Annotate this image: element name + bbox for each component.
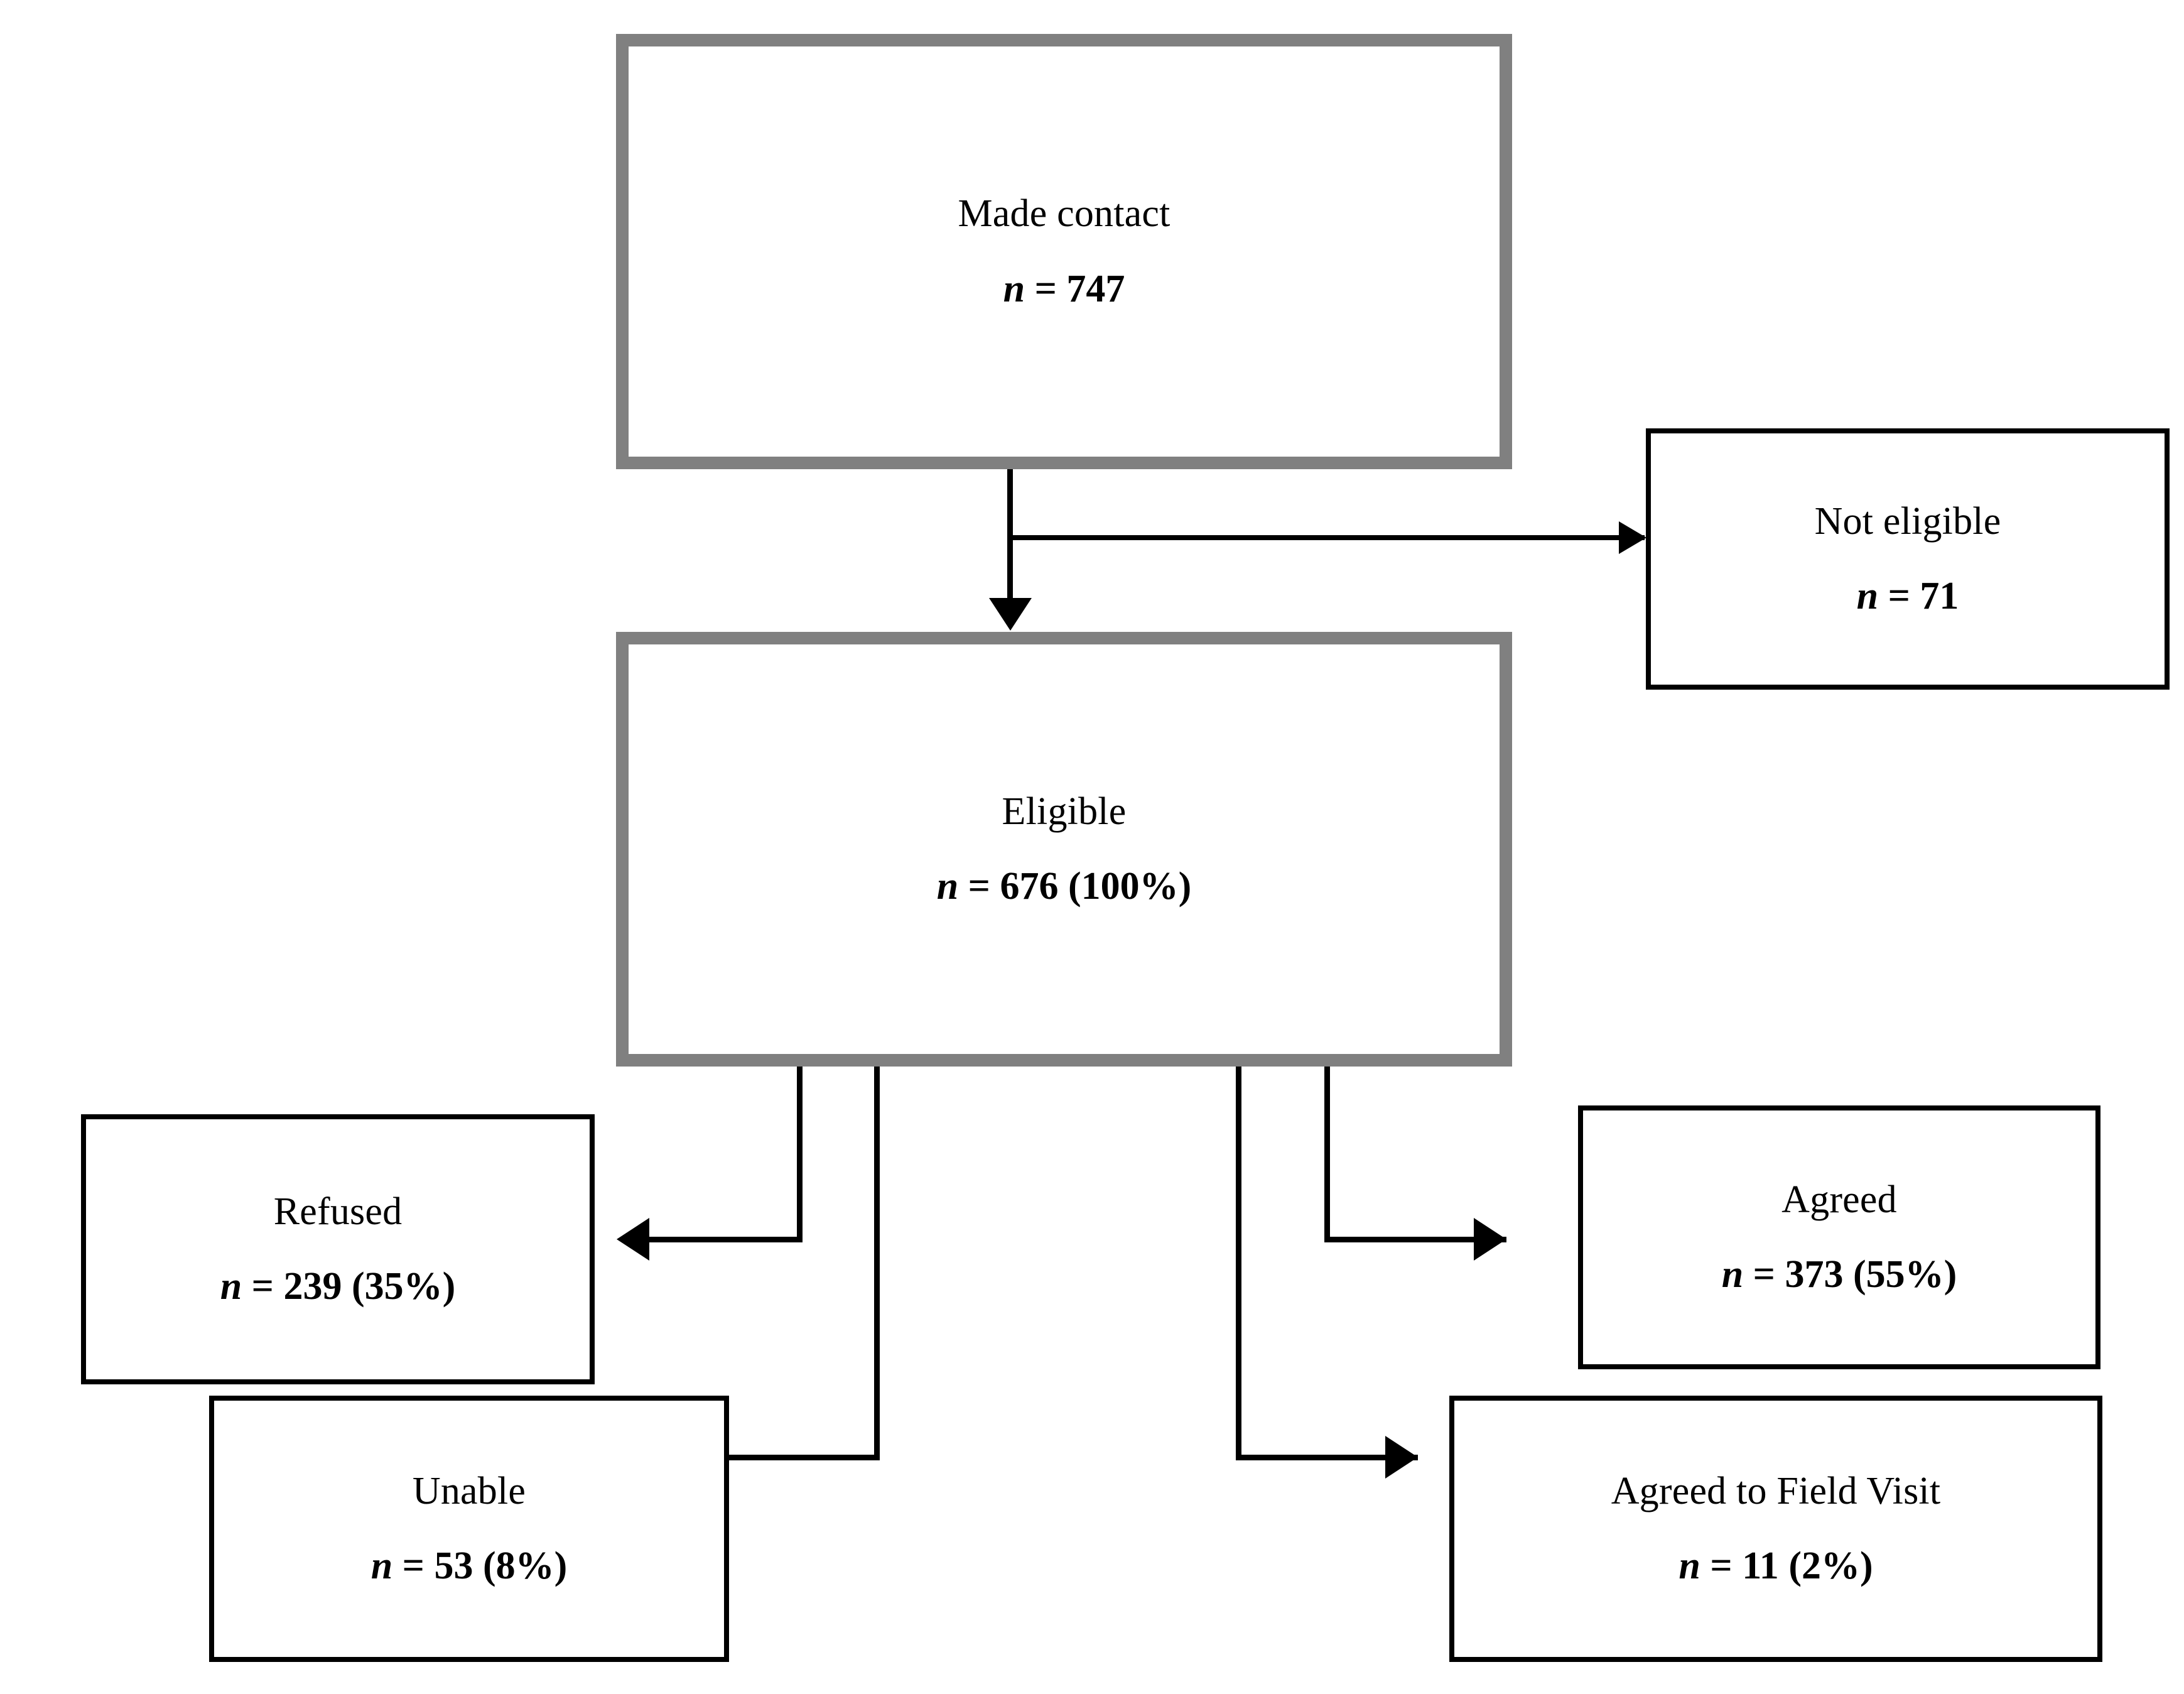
node-agreed-count: n = 373 (55%)	[1722, 1254, 1957, 1295]
equals-sign: =	[392, 1545, 435, 1587]
n-symbol: n	[1856, 575, 1879, 617]
node-unable: Unable n = 53 (8%)	[209, 1396, 729, 1662]
equals-sign: =	[1743, 1253, 1785, 1296]
edge-eligible-to-refused-vline	[797, 1067, 803, 1239]
count-value: 676	[1000, 865, 1059, 908]
equals-sign: =	[242, 1265, 284, 1308]
n-symbol: n	[936, 865, 959, 908]
n-symbol: n	[370, 1545, 393, 1587]
node-refused: Refused n = 239 (35%)	[81, 1114, 595, 1384]
node-agreed-to-field-visit-count: n = 11 (2%)	[1679, 1545, 1873, 1587]
count-percent: (55%)	[1853, 1253, 1957, 1296]
node-refused-count: n = 239 (35%)	[220, 1266, 456, 1307]
node-made-contact-count: n = 747	[1003, 267, 1125, 310]
count-value: 373	[1785, 1253, 1844, 1296]
count-value: 239	[283, 1265, 342, 1308]
node-eligible-count: n = 676 (100%)	[937, 866, 1192, 907]
node-not-eligible-count: n = 71	[1856, 575, 1959, 617]
count-percent: (2%)	[1788, 1545, 1873, 1587]
count-value: 71	[1920, 575, 1959, 617]
edge-eligible-to-agreed-arrowhead	[1474, 1218, 1506, 1261]
equals-sign: =	[1025, 267, 1067, 310]
count-percent: (8%)	[483, 1545, 568, 1587]
node-not-eligible-title: Not eligible	[1814, 499, 2001, 543]
node-eligible-title: Eligible	[1002, 790, 1127, 833]
edge-eligible-to-unable-vline	[874, 1067, 880, 1457]
node-agreed-to-field-visit: Agreed to Field Visit n = 11 (2%)	[1449, 1396, 2102, 1662]
count-value: 53	[434, 1545, 473, 1587]
edge-eligible-to-field-visit-hline	[1236, 1455, 1418, 1460]
n-symbol: n	[1721, 1253, 1744, 1296]
edge-eligible-to-field-visit-vline	[1236, 1067, 1241, 1457]
count-value: 747	[1066, 267, 1125, 310]
node-made-contact-title: Made contact	[958, 192, 1170, 236]
count-percent: (100%)	[1068, 865, 1192, 908]
n-symbol: n	[1679, 1545, 1700, 1587]
edge-eligible-to-refused-hline	[649, 1237, 803, 1242]
n-symbol: n	[220, 1265, 242, 1308]
node-not-eligible: Not eligible n = 71	[1646, 428, 2170, 690]
edge-eligible-to-unable-hline	[723, 1455, 880, 1460]
count-percent: (35%)	[352, 1265, 456, 1308]
equals-sign: =	[1878, 575, 1920, 617]
node-refused-title: Refused	[273, 1190, 403, 1233]
node-made-contact: Made contact n = 747	[616, 34, 1512, 469]
edge-eligible-to-refused-arrowhead	[617, 1218, 649, 1261]
n-symbol: n	[1003, 267, 1025, 310]
equals-sign: =	[1700, 1545, 1743, 1587]
node-agreed-to-field-visit-title: Agreed to Field Visit	[1611, 1469, 1941, 1512]
edge-eligible-to-field-visit-arrowhead	[1385, 1436, 1418, 1479]
node-unable-count: n = 53 (8%)	[370, 1545, 568, 1587]
node-eligible: Eligible n = 676 (100%)	[616, 632, 1512, 1067]
count-value: 11	[1742, 1545, 1779, 1587]
equals-sign: =	[958, 865, 1000, 908]
edge-eligible-to-agreed-hline	[1324, 1237, 1506, 1242]
edge-made-contact-to-not-eligible-line	[1007, 535, 1645, 540]
edge-eligible-to-agreed-vline	[1324, 1067, 1330, 1239]
edge-made-contact-to-not-eligible-arrowhead	[1619, 521, 1646, 554]
node-unable-title: Unable	[412, 1469, 526, 1512]
node-agreed-title: Agreed	[1781, 1178, 1897, 1221]
edge-made-contact-to-eligible-arrowhead	[989, 598, 1032, 631]
node-agreed: Agreed n = 373 (55%)	[1578, 1105, 2100, 1369]
